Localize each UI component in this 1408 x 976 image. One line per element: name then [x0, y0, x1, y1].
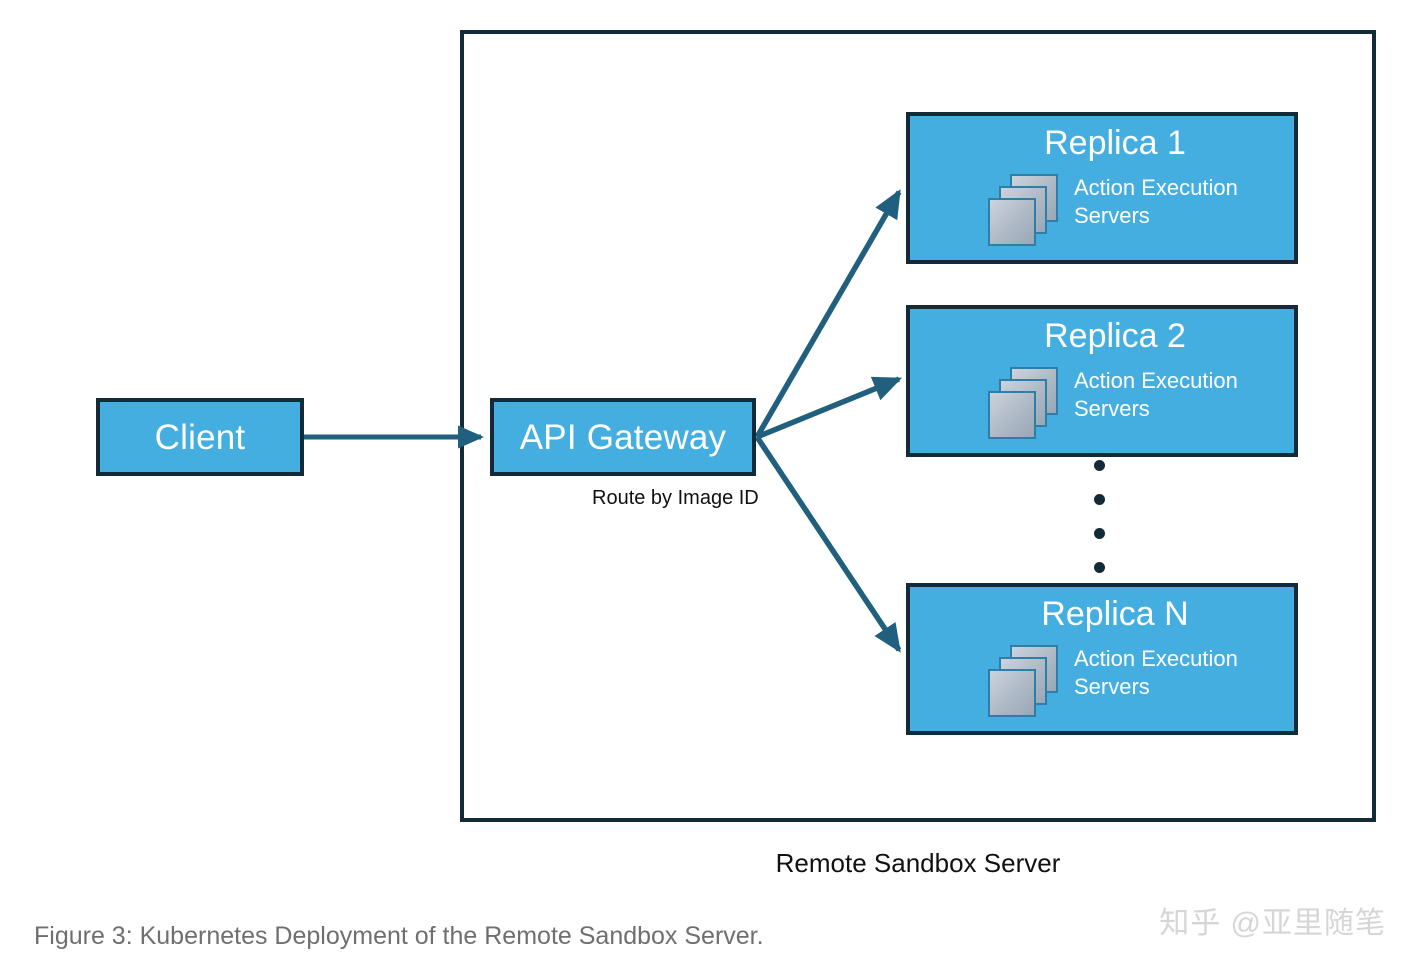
replica-ellipsis-dots: [1094, 460, 1108, 578]
replica-node-n-body: Action Execution Servers: [988, 645, 1284, 719]
watermark: 知乎 @亚里随笔: [1159, 907, 1386, 940]
replica-node-1-servers-label: Action Execution Servers: [1074, 175, 1238, 229]
remote-sandbox-server-label: Remote Sandbox Server: [775, 848, 1061, 878]
replica-node-2-body: Action Execution Servers: [988, 367, 1284, 441]
api-gateway-node-label: API Gateway: [519, 417, 727, 457]
replica-node-n-servers-label: Action Execution Servers: [1074, 646, 1238, 700]
client-node-label: Client: [154, 417, 246, 457]
ellipsis-dot: [1094, 562, 1105, 573]
replica-node-1[interactable]: Replica 1 Action Execution Servers: [906, 112, 1298, 264]
client-node[interactable]: Client: [96, 398, 304, 476]
route-by-image-id-label: Route by Image ID: [592, 487, 759, 509]
replica-node-2[interactable]: Replica 2 Action Execution Servers: [906, 305, 1298, 457]
api-gateway-node[interactable]: API Gateway: [490, 398, 756, 476]
replica-node-1-body: Action Execution Servers: [988, 174, 1284, 248]
stacked-servers-icon: [988, 174, 1060, 248]
replica-node-n[interactable]: Replica N Action Execution Servers: [906, 583, 1298, 735]
replica-node-2-servers-label: Action Execution Servers: [1074, 368, 1238, 422]
ellipsis-dot: [1094, 494, 1105, 505]
stacked-servers-icon: [988, 645, 1060, 719]
ellipsis-dot: [1094, 460, 1105, 471]
replica-node-2-title: Replica 2: [1044, 317, 1186, 355]
ellipsis-dot: [1094, 528, 1105, 539]
figure-caption: Figure 3: Kubernetes Deployment of the R…: [34, 922, 764, 950]
replica-node-1-title: Replica 1: [1044, 124, 1186, 162]
stacked-servers-icon: [988, 367, 1060, 441]
replica-node-n-title: Replica N: [1041, 595, 1189, 633]
